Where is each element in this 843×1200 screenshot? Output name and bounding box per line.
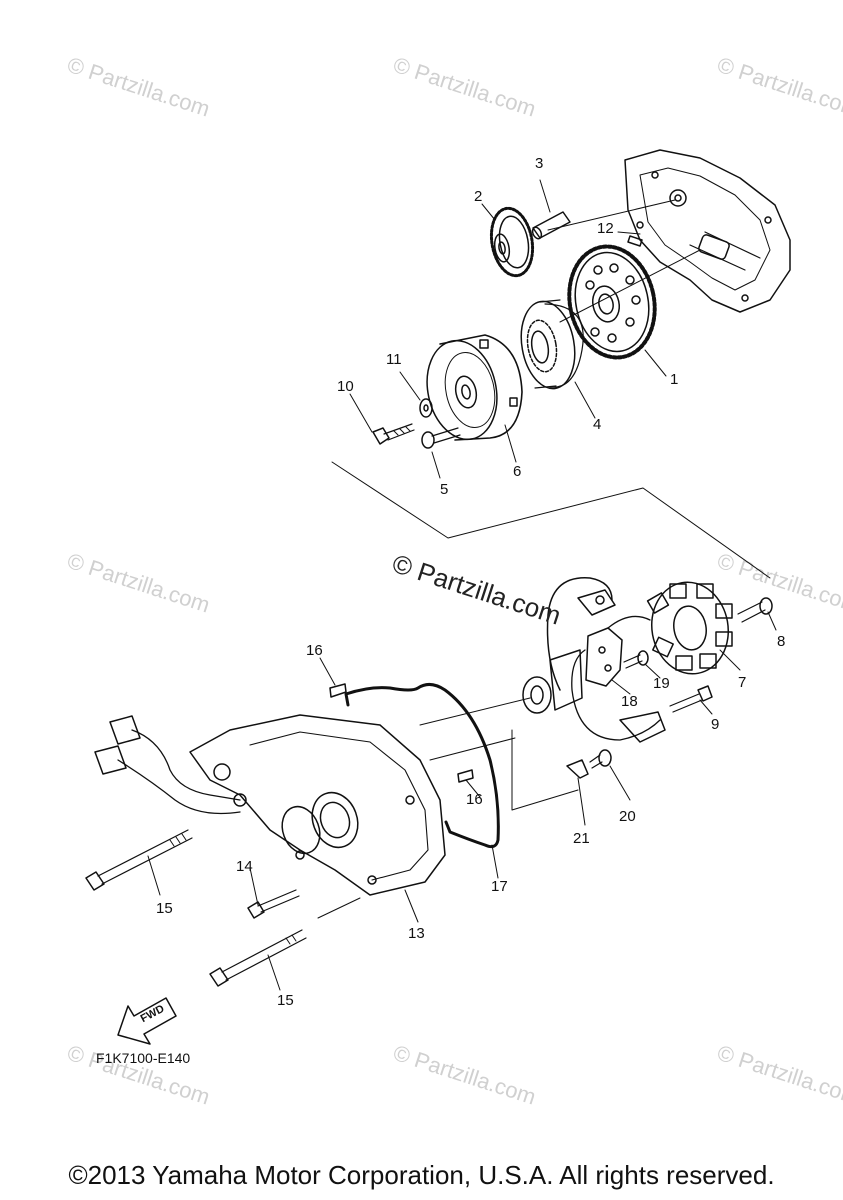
callout-4: 4	[593, 416, 602, 433]
part-13-crankcase-cover	[189, 714, 446, 896]
part-2-idler-gear	[489, 206, 535, 278]
part-11-washer	[419, 398, 433, 418]
callout-2: 2	[474, 188, 483, 205]
leader-lines-lower	[147, 611, 777, 991]
part-16-dowel-pin-lower	[457, 769, 474, 783]
callout-18: 18	[621, 693, 638, 710]
callout-11: 11	[386, 351, 402, 368]
fwd-arrow-icon	[117, 997, 177, 1045]
callout-6: 6	[513, 463, 522, 480]
callout-15-upper: 15	[156, 900, 173, 917]
part-21-clamp	[566, 759, 589, 779]
upper-wire-harness	[546, 577, 616, 691]
callout-14: 14	[236, 858, 253, 875]
callout-15-lower: 15	[277, 992, 294, 1009]
part-5-screw	[421, 427, 461, 449]
part-1-starter-wheel-gear	[567, 244, 657, 360]
part-20-screw	[589, 749, 612, 769]
callout-13: 13	[408, 925, 425, 942]
part-12-key	[627, 235, 643, 247]
callout-1: 1	[670, 371, 679, 388]
callout-10: 10	[337, 378, 354, 395]
grommet-plate	[522, 649, 583, 714]
callout-16-lower: 16	[466, 791, 483, 808]
callout-19: 19	[653, 675, 670, 692]
part-9-bolt	[669, 685, 713, 713]
part-18-pickup-coil	[571, 615, 666, 743]
callout-5: 5	[440, 481, 449, 498]
callout-9: 9	[711, 716, 720, 733]
callout-3: 3	[535, 155, 544, 172]
callout-12: 12	[597, 220, 614, 237]
callout-17: 17	[491, 878, 508, 895]
part-4-starter-clutch	[520, 299, 584, 390]
part-7-stator	[646, 581, 733, 675]
part-17-gasket	[344, 683, 500, 849]
part-8-screw	[737, 597, 773, 623]
callout-8: 8	[777, 633, 786, 650]
crankcase-outline	[624, 149, 791, 313]
part-19-bolt	[623, 650, 649, 669]
callout-21: 21	[573, 830, 590, 847]
callout-7: 7	[738, 674, 747, 691]
part-14-bolt	[247, 889, 300, 919]
part-3-pin	[531, 211, 571, 240]
wire-harness-connectors	[94, 715, 241, 815]
part-10-nut	[372, 423, 415, 445]
copyright-footer: ©2013 Yamaha Motor Corporation, U.S.A. A…	[68, 1160, 775, 1190]
part-15-bolt-upper	[85, 829, 193, 891]
part-6-rotor	[426, 334, 523, 441]
leader-lines	[331, 179, 771, 579]
callout-20: 20	[619, 808, 636, 825]
callout-16-upper: 16	[306, 642, 323, 659]
diagram-code: F1K7100-E140	[96, 1050, 191, 1066]
part-15-bolt-lower	[209, 929, 307, 987]
part-16-dowel-pin	[329, 683, 347, 698]
